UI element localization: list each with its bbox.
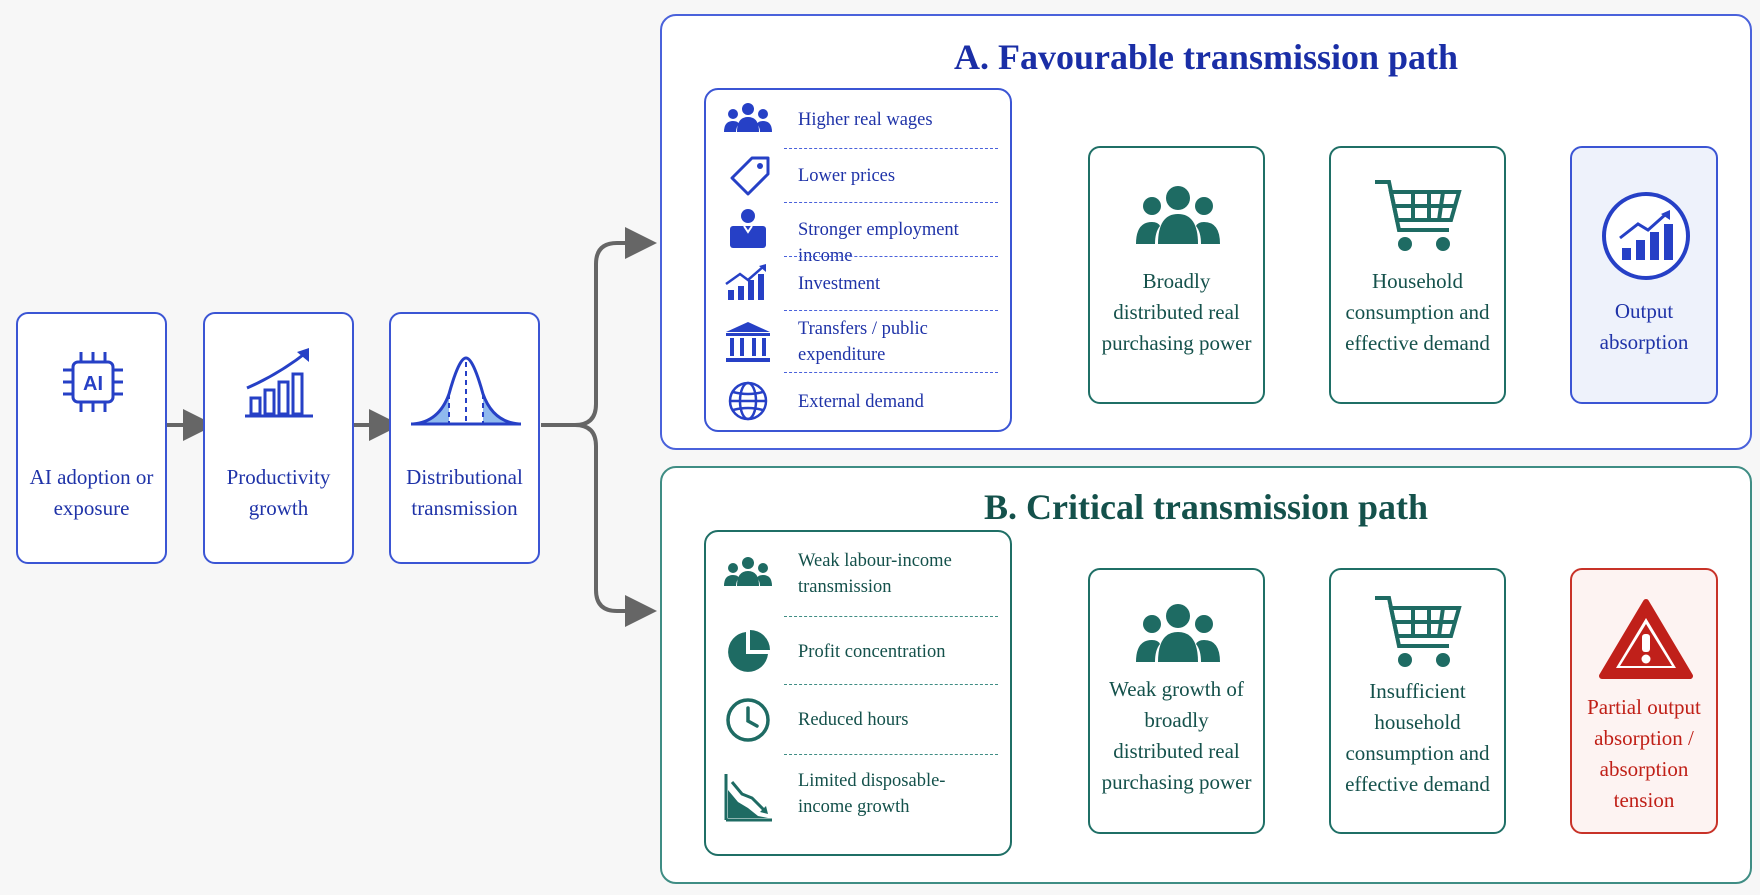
globe-icon — [728, 381, 768, 421]
factor-label: Transfers / public expenditure — [798, 319, 928, 365]
distributional-label: Distributional transmission — [406, 465, 523, 520]
path-b-output-box: Partial output absorption / absorption t… — [1570, 568, 1718, 834]
ai-adoption-label: AI adoption or exposure — [29, 465, 154, 520]
path-b-consumption-box: Insufficient household consumption and e… — [1329, 568, 1506, 834]
list-item: Lower prices — [718, 152, 996, 196]
clock-icon — [726, 698, 770, 742]
path-a-purchasing-power-box: Broadly distributed real purchasing powe… — [1088, 146, 1265, 404]
path-a-title: A. Favourable transmission path — [953, 37, 1459, 77]
distribution-curve-icon — [411, 356, 521, 426]
shopping-cart-icon — [1375, 596, 1462, 667]
path-b-title: B. Critical transmission path — [983, 487, 1429, 527]
factor-label: External demand — [798, 392, 924, 412]
divider — [784, 310, 998, 311]
government-building-icon — [726, 322, 770, 362]
divider — [784, 372, 998, 373]
factor-label: Investment — [798, 274, 881, 294]
arrow-branch-to-paths — [541, 241, 640, 613]
people-icon — [724, 103, 772, 132]
divider — [784, 616, 998, 617]
ai-adoption-box: AI AI adoption or exposure — [16, 312, 167, 564]
path-a-consumption-box: Household consumption and effective dema… — [1329, 146, 1506, 404]
svg-text:AI: AI — [83, 373, 103, 395]
list-item: Transfers / public expenditure — [718, 314, 996, 370]
path-b-purchasing-power-label: Weak growth of broadly distributed real … — [1101, 677, 1252, 794]
path-a-factors-list: Higher real wages Lower prices Stronger … — [704, 88, 1012, 432]
divider — [784, 148, 998, 149]
list-item: Stronger employment income — [718, 206, 996, 266]
pie-chart-icon — [728, 630, 770, 672]
people-group-icon — [1136, 186, 1220, 244]
people-icon — [724, 557, 772, 586]
factor-label: Lower prices — [798, 166, 896, 186]
growth-chart-icon — [725, 264, 766, 300]
divider — [784, 202, 998, 203]
factor-label: Weak labour-income transmission — [798, 551, 952, 597]
path-a-purchasing-power-label: Broadly distributed real purchasing powe… — [1101, 269, 1252, 355]
list-item: Reduced hours — [718, 692, 996, 748]
list-item: External demand — [718, 378, 996, 422]
productivity-box: Productivity growth — [203, 312, 354, 564]
factor-label: Reduced hours — [798, 710, 909, 730]
path-b-consumption-label: Insufficient household consumption and e… — [1345, 679, 1490, 796]
factor-label: Higher real wages — [798, 110, 933, 130]
path-a-output-label: Output absorption — [1599, 299, 1689, 354]
bar-chart-growth-icon — [245, 348, 313, 418]
divider — [784, 754, 998, 755]
list-item: Higher real wages — [718, 96, 996, 140]
divider — [784, 256, 998, 257]
warning-icon — [1599, 599, 1693, 679]
distributional-box: Distributional transmission — [389, 312, 540, 564]
list-item: Profit concentration — [718, 624, 996, 680]
productivity-label: Productivity growth — [226, 465, 331, 520]
price-tag-icon — [730, 156, 770, 196]
ai-chip-icon: AI — [63, 352, 123, 412]
factor-label: Limited disposable-income growth — [798, 771, 946, 817]
declining-chart-icon — [724, 774, 772, 822]
path-a-output-box: Output absorption — [1570, 146, 1718, 404]
list-item: Investment — [718, 260, 996, 304]
path-b-factors-list: Weak labour-income transmission Profit c… — [704, 530, 1012, 856]
output-growth-icon — [1602, 192, 1690, 280]
path-b-output-label: Partial output absorption / absorption t… — [1587, 695, 1701, 812]
list-item: Weak labour-income transmission — [718, 542, 996, 606]
list-item: Limited disposable-income growth — [718, 762, 996, 832]
divider — [784, 684, 998, 685]
path-b-purchasing-power-box: Weak growth of broadly distributed real … — [1088, 568, 1265, 834]
path-a-consumption-label: Household consumption and effective dema… — [1345, 269, 1490, 355]
worker-icon — [730, 209, 766, 248]
shopping-cart-icon — [1375, 180, 1462, 251]
factor-label: Profit concentration — [798, 642, 946, 662]
people-group-icon — [1136, 604, 1220, 662]
